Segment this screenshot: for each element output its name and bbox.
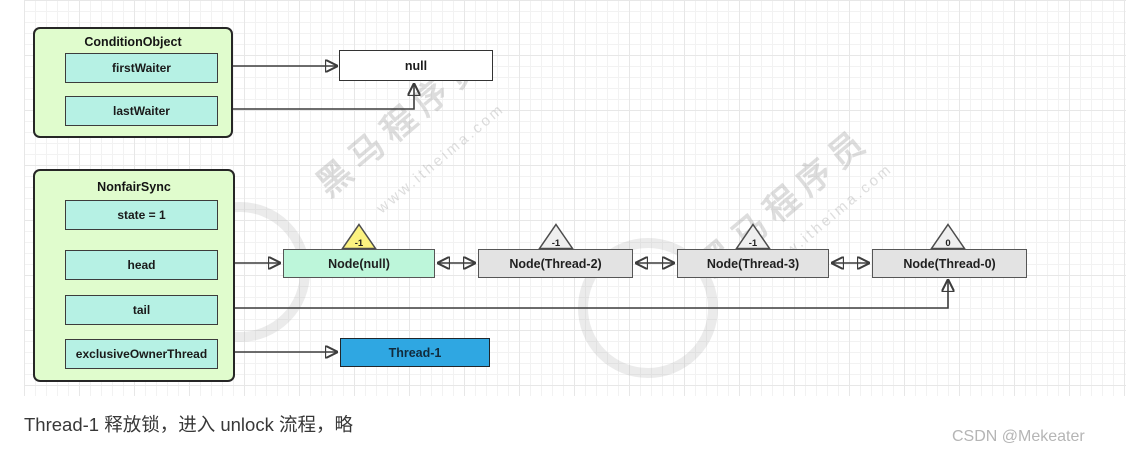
triangle-shape: [341, 223, 377, 250]
field-firstwaiter: firstWaiter: [65, 53, 218, 83]
null-box: null: [339, 50, 493, 81]
triangle-shape: [538, 223, 574, 250]
waitstatus-value: -1: [551, 238, 561, 249]
nonfairsync-title: NonfairSync: [97, 180, 171, 194]
waitstatus-value: -1: [354, 238, 364, 249]
field-state: state = 1: [65, 200, 218, 230]
waitstatus-value: -1: [748, 238, 758, 249]
field-head: head: [65, 250, 218, 280]
field-tail: tail: [65, 295, 218, 325]
caption-text: Thread-1 释放锁，进入 unlock 流程，略: [24, 414, 353, 435]
waitstatus-triangle-thread2: -1: [538, 223, 574, 250]
condition-object-panel: ConditionObject firstWaiter lastWaiter: [33, 27, 233, 138]
thread1-box: Thread-1: [340, 338, 490, 367]
nonfairsync-panel: NonfairSync state = 1 head tail exclusiv…: [33, 169, 235, 382]
node-null: Node(null): [283, 249, 435, 278]
field-exclusive-owner-thread: exclusiveOwnerThread: [65, 339, 218, 369]
triangle-shape: [735, 223, 771, 250]
waitstatus-triangle-thread3: -1: [735, 223, 771, 250]
node-thread2: Node(Thread-2): [478, 249, 633, 278]
condition-object-title: ConditionObject: [84, 35, 182, 49]
waitstatus-triangle-thread0: 0: [930, 223, 966, 250]
node-thread0: Node(Thread-0): [872, 249, 1027, 278]
waitstatus-value: 0: [945, 238, 951, 249]
field-lastwaiter: lastWaiter: [65, 96, 218, 126]
node-thread3: Node(Thread-3): [677, 249, 829, 278]
triangle-shape: [930, 223, 966, 250]
waitstatus-triangle-node-null: -1: [341, 223, 377, 250]
csdn-credit: CSDN @Mekeater: [952, 428, 1085, 445]
